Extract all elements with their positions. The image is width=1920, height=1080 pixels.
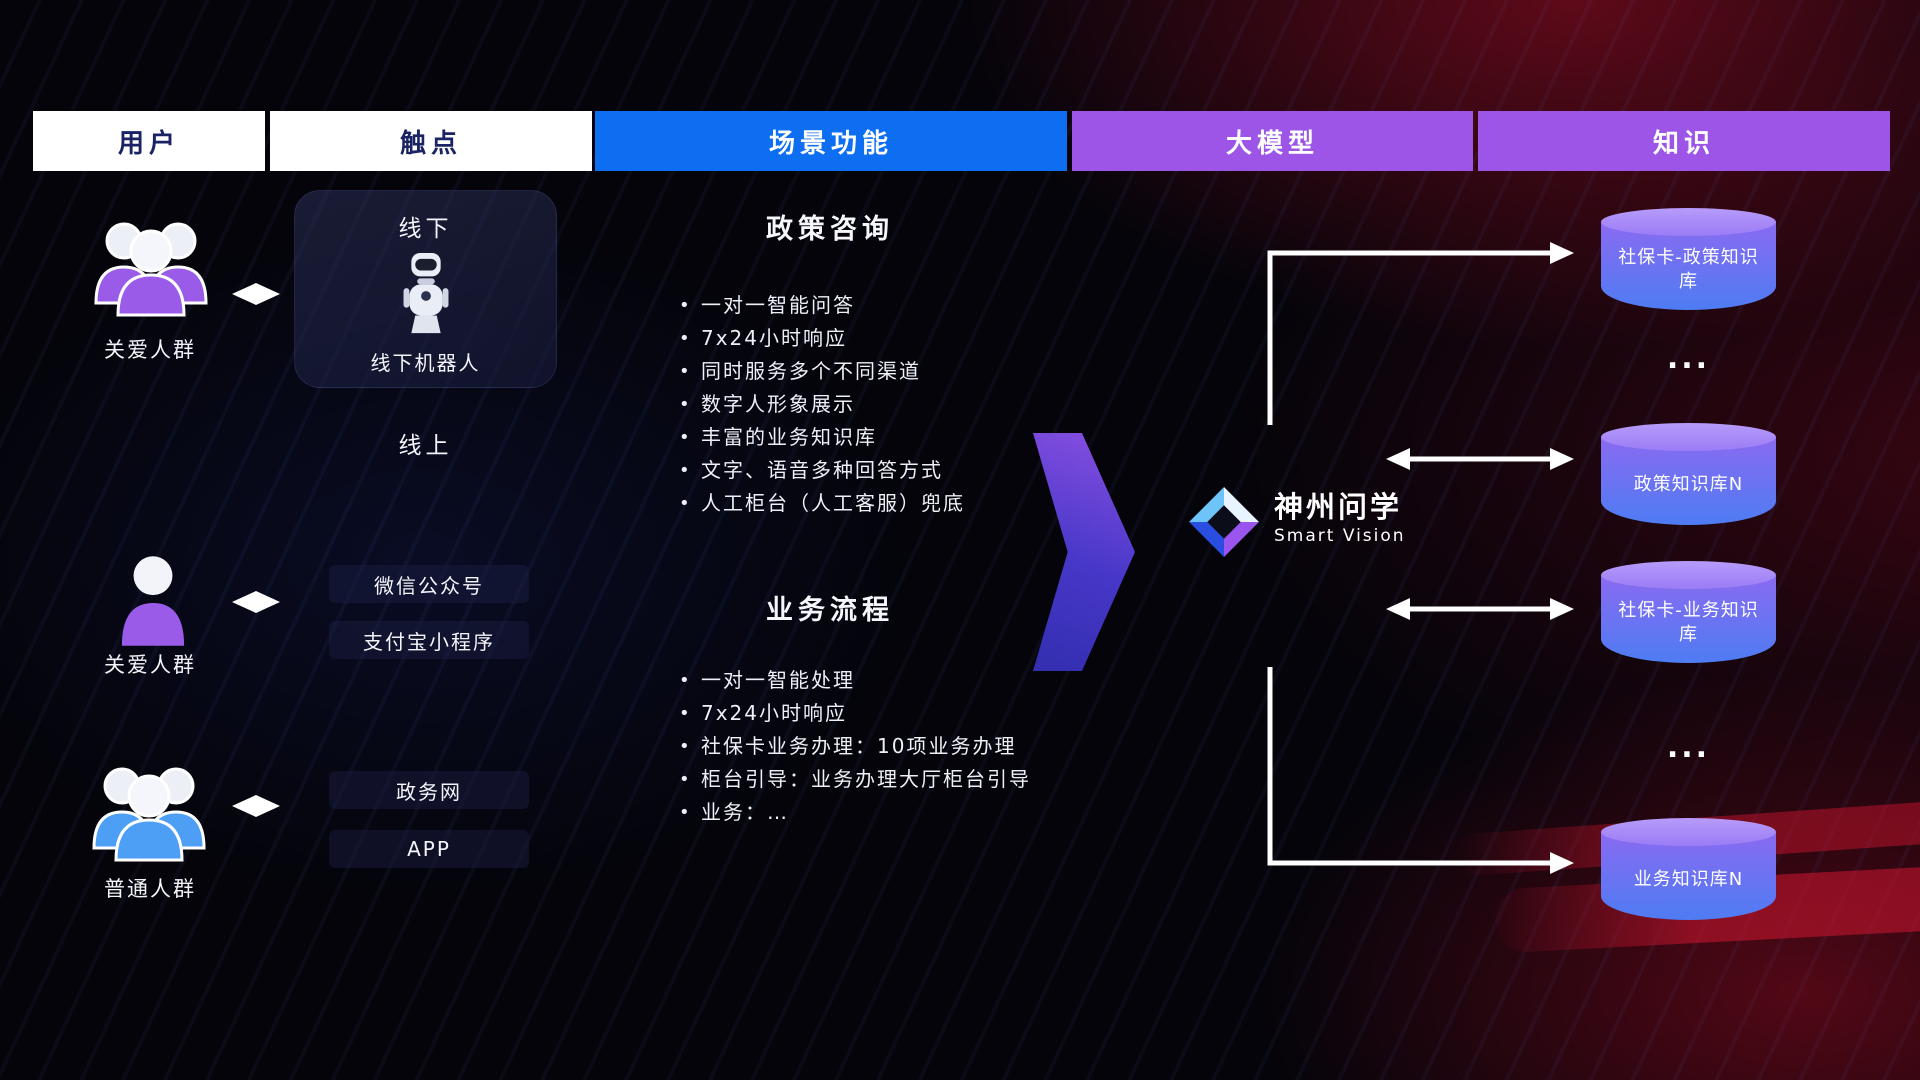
database-label: 政策知识库N bbox=[1633, 473, 1744, 495]
channel-wechat: 微信公众号 bbox=[329, 565, 529, 603]
online-title: 线上 bbox=[398, 433, 453, 459]
scenario-bullet-list: 一对一智能问答 7x24小时响应 同时服务多个不同渠道 数字人形象展示 丰富的业… bbox=[677, 289, 1117, 520]
scenario-bullet: 7x24小时响应 bbox=[677, 322, 1117, 355]
scenario-business-process: 业务流程 一对一智能处理 7x24小时响应 社保卡业务办理：10项业务办理 柜台… bbox=[677, 595, 1117, 829]
scenario-bullet: 数字人形象展示 bbox=[677, 388, 1117, 421]
scenario-title: 政策咨询 bbox=[766, 214, 894, 245]
user-label-care-group-1: 关爱人群 bbox=[104, 338, 196, 362]
header-large-model: 大模型 bbox=[1072, 111, 1473, 171]
scenario-bullet: 一对一智能处理 bbox=[677, 664, 1117, 697]
scenario-bullet: 人工柜台（人工客服）兜底 bbox=[677, 487, 1117, 520]
header-scenario-functions: 场景功能 bbox=[595, 111, 1067, 171]
single-person-purple-icon bbox=[118, 551, 188, 655]
ellipsis-more-databases: ... bbox=[1666, 730, 1711, 765]
robot-icon bbox=[401, 243, 451, 341]
database-policy-n: 政策知识库N bbox=[1601, 423, 1776, 525]
database-business-social-security: 社保卡-业务知识库 bbox=[1601, 561, 1776, 663]
scenario-bullet: 丰富的业务知识库 bbox=[677, 421, 1117, 454]
database-business-n: 业务知识库N bbox=[1601, 818, 1776, 920]
scenario-bullet: 业务：… bbox=[677, 796, 1117, 829]
channel-gov-web: 政务网 bbox=[329, 771, 529, 809]
channel-app: APP bbox=[329, 830, 529, 868]
diamond-gem-icon bbox=[1186, 484, 1262, 564]
scenario-bullet: 一对一智能问答 bbox=[677, 289, 1117, 322]
scenario-bullet: 7x24小时响应 bbox=[677, 697, 1117, 730]
scenario-bullet: 社保卡业务办理：10项业务办理 bbox=[677, 730, 1117, 763]
database-label: 社保卡-业务知识库 bbox=[1618, 599, 1759, 645]
offline-robot-label: 线下机器人 bbox=[370, 351, 481, 375]
header-knowledge: 知识 bbox=[1478, 111, 1890, 171]
scenario-bullet: 同时服务多个不同渠道 bbox=[677, 355, 1117, 388]
scenario-title: 业务流程 bbox=[766, 595, 894, 626]
scenario-bullet: 文字、语音多种回答方式 bbox=[677, 454, 1117, 487]
group-people-blue-icon bbox=[84, 755, 214, 869]
database-label: 业务知识库N bbox=[1633, 868, 1744, 890]
group-people-purple-icon bbox=[86, 210, 216, 324]
scenario-policy-consulting: 政策咨询 一对一智能问答 7x24小时响应 同时服务多个不同渠道 数字人形象展示… bbox=[677, 214, 1117, 520]
database-policy-social-security: 社保卡-政策知识库 bbox=[1601, 208, 1776, 310]
header-users: 用户 bbox=[33, 111, 265, 171]
ellipsis-more-databases: ... bbox=[1666, 341, 1711, 376]
model-subtitle: Smart Vision bbox=[1274, 526, 1406, 546]
model-logo-text: 神州问学 Smart Vision bbox=[1274, 490, 1406, 546]
database-label: 社保卡-政策知识库 bbox=[1618, 246, 1759, 292]
offline-touchpoint-card: 线下 线下机器人 bbox=[294, 190, 557, 388]
header-touchpoints: 触点 bbox=[270, 111, 592, 171]
channel-alipay-miniprogram: 支付宝小程序 bbox=[329, 621, 529, 659]
user-label-general-group: 普通人群 bbox=[104, 877, 196, 901]
scenario-bullet: 柜台引导：业务办理大厅柜台引导 bbox=[677, 763, 1117, 796]
scenario-bullet-list: 一对一智能处理 7x24小时响应 社保卡业务办理：10项业务办理 柜台引导：业务… bbox=[677, 664, 1117, 829]
offline-title: 线下 bbox=[398, 216, 453, 242]
model-name: 神州问学 bbox=[1274, 490, 1403, 524]
user-label-care-group-2: 关爱人群 bbox=[104, 653, 196, 677]
